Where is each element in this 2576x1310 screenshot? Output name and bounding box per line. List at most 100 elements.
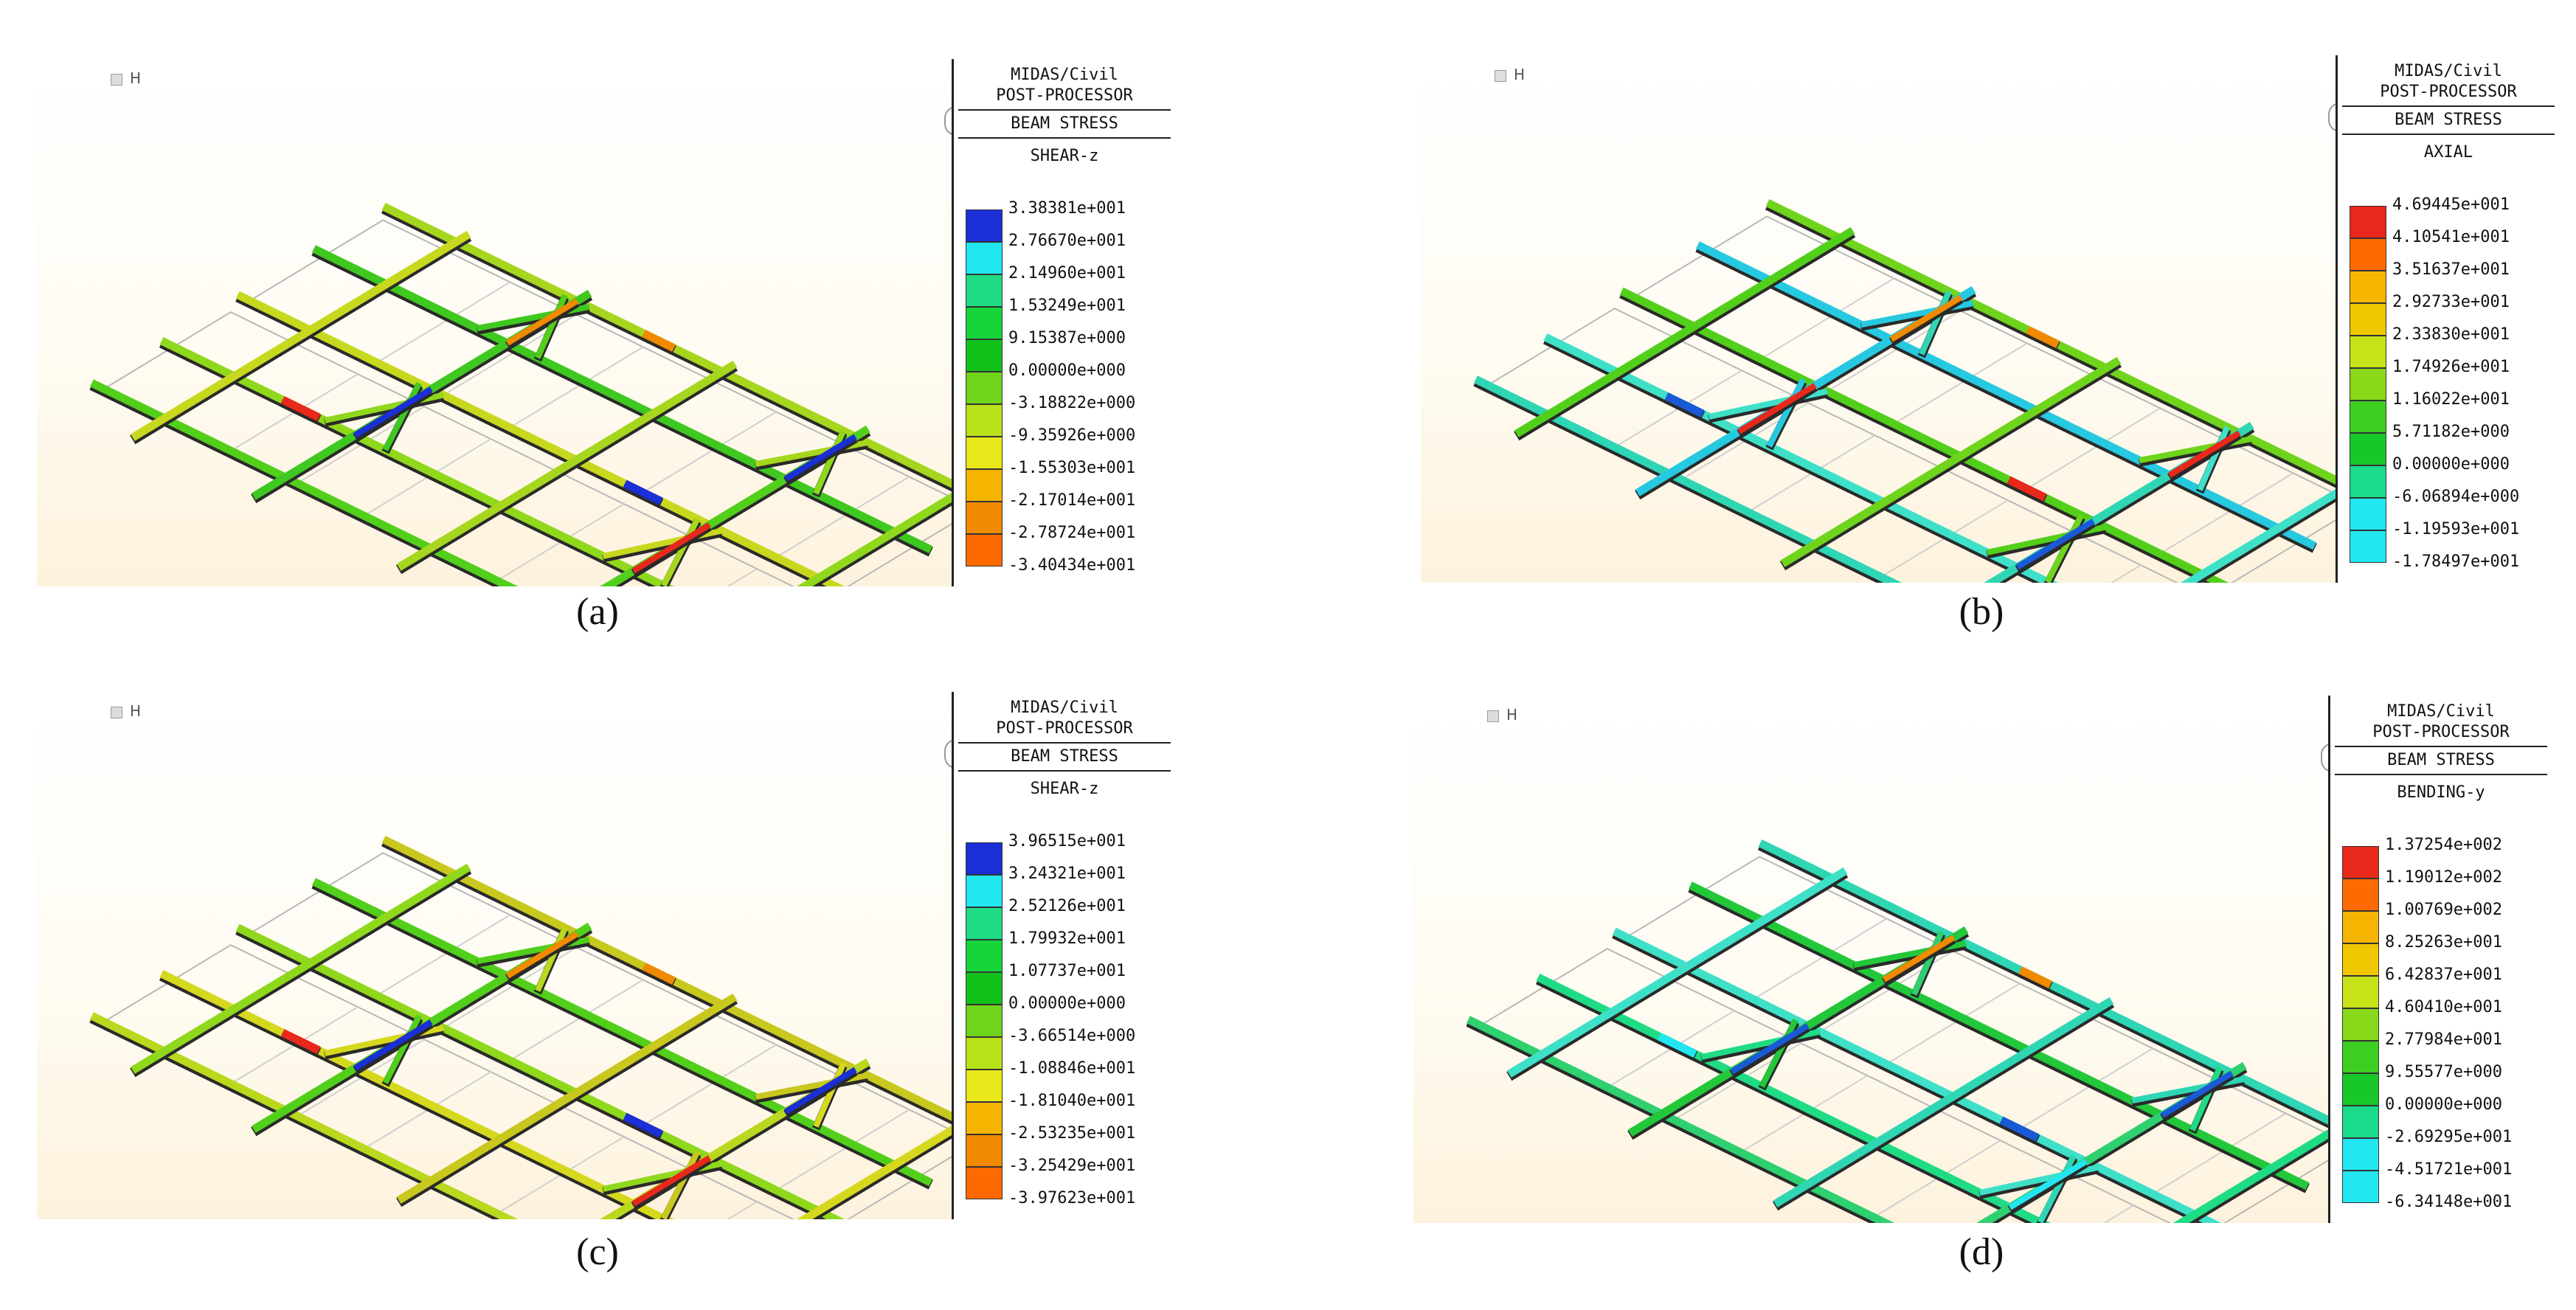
beam-member[interactable] <box>2025 479 2336 583</box>
beam-member[interactable] <box>2197 426 2230 491</box>
beam-member[interactable] <box>381 203 952 507</box>
beam-member[interactable] <box>813 429 846 495</box>
view-icon[interactable]: H <box>1487 706 1517 724</box>
beam-member[interactable] <box>353 387 433 438</box>
view-icon[interactable]: H <box>111 702 141 720</box>
beam-member[interactable] <box>535 294 568 359</box>
beam-member[interactable] <box>2167 430 2241 478</box>
beam-member[interactable] <box>1514 226 1855 437</box>
beam-member[interactable] <box>1889 294 1963 342</box>
beam-member[interactable] <box>1543 333 2162 583</box>
beam-member[interactable] <box>2037 1154 2077 1223</box>
beam-member[interactable] <box>1506 867 1848 1078</box>
beam-member[interactable] <box>280 1029 321 1054</box>
beam-member[interactable] <box>1780 356 2122 567</box>
beam-member[interactable] <box>1466 1016 2085 1223</box>
beam-member[interactable] <box>280 396 321 421</box>
beam-member[interactable] <box>311 245 933 554</box>
beam-member[interactable] <box>89 379 708 586</box>
model-viewport[interactable]: H MIDAS/Civil POST-PROCESSOR BEAM STRESS… <box>1413 696 2552 1223</box>
beam-member[interactable] <box>235 291 854 586</box>
beam-member[interactable] <box>89 1012 708 1219</box>
beam-member[interactable] <box>2018 1119 2328 1223</box>
beam-member[interactable] <box>783 1067 857 1115</box>
beam-member[interactable] <box>396 993 738 1204</box>
beam-member[interactable] <box>631 1155 711 1207</box>
deck-rib <box>1874 499 2009 582</box>
toggle-icon[interactable] <box>111 706 122 718</box>
beam-member[interactable] <box>130 863 471 1074</box>
beam-member[interactable] <box>1695 241 2317 550</box>
view-icon[interactable]: H <box>1495 66 1525 83</box>
beam-member[interactable] <box>1730 1023 1810 1075</box>
beam-member[interactable] <box>1759 1018 1798 1088</box>
beam-member[interactable] <box>1536 974 2155 1223</box>
beam-member[interactable] <box>1882 935 1956 982</box>
model-viewport[interactable]: H MIDAS/Civil POST-PROCESSOR BEAM STRESS… <box>37 59 1175 586</box>
view-icon[interactable]: H <box>111 69 141 87</box>
beam-member[interactable] <box>642 330 676 352</box>
beam-member[interactable] <box>311 878 933 1187</box>
beam-member[interactable] <box>623 479 663 505</box>
beam-member[interactable] <box>1911 930 1945 996</box>
beam-member[interactable] <box>623 1112 663 1138</box>
beam-member[interactable] <box>1473 375 2092 583</box>
beam-member[interactable] <box>2015 519 2095 570</box>
toggle-icon[interactable] <box>1495 69 1506 82</box>
deck-rib <box>376 914 510 997</box>
beam-member[interactable] <box>1737 383 1817 434</box>
beam-member[interactable] <box>1664 392 1705 417</box>
model-viewport[interactable]: H MIDAS/Civil POST-PROCESSOR BEAM STRESS… <box>37 692 1175 1219</box>
beam-member[interactable] <box>641 1115 952 1219</box>
beam-member[interactable] <box>1758 839 2328 1144</box>
beam-member[interactable] <box>381 836 952 1140</box>
beam-member[interactable] <box>396 360 738 571</box>
beam-member[interactable] <box>505 298 579 346</box>
legend-swatch <box>2350 238 2386 271</box>
beam-member[interactable] <box>2160 1070 2234 1118</box>
beam-member[interactable] <box>642 963 676 985</box>
beam-member[interactable] <box>1773 997 2114 1207</box>
beam-member[interactable] <box>813 1062 846 1128</box>
beam-member[interactable] <box>661 1150 700 1219</box>
beam-member[interactable] <box>130 230 471 441</box>
beam-member[interactable] <box>382 1014 422 1084</box>
beam-member[interactable] <box>235 923 854 1219</box>
deck-rib <box>357 438 491 521</box>
beam-member[interactable] <box>631 522 711 574</box>
legend-swatch <box>2342 1008 2379 1041</box>
beam-member[interactable] <box>353 1019 433 1071</box>
beam-member[interactable] <box>505 931 579 979</box>
beam-member[interactable] <box>1688 881 2310 1191</box>
beam-member[interactable] <box>1612 927 2231 1223</box>
deck-rib <box>376 281 510 364</box>
legend-tick-label: 9.55577e+000 <box>2385 1063 2502 1081</box>
legend-software: MIDAS/Civil <box>1011 699 1118 717</box>
beam-member[interactable] <box>641 482 952 586</box>
toggle-icon[interactable] <box>1487 710 1499 722</box>
beam-member[interactable] <box>382 381 422 451</box>
legend-component: AXIAL <box>2423 143 2473 162</box>
beam-member[interactable] <box>1657 1033 1697 1058</box>
model-viewport[interactable]: H MIDAS/Civil POST-PROCESSOR BEAM STRESS… <box>1421 55 2559 583</box>
beam-member[interactable] <box>2189 1066 2223 1131</box>
beam-member[interactable] <box>1765 199 2336 504</box>
legend-tick-label: 0.00000e+000 <box>2392 455 2510 474</box>
beam-member[interactable] <box>2008 1159 2088 1210</box>
beam-member[interactable] <box>2018 966 2053 988</box>
beam-member[interactable] <box>535 926 568 992</box>
beam-member[interactable] <box>783 434 857 482</box>
toggle-icon[interactable] <box>111 73 122 86</box>
beam-member[interactable] <box>1766 378 1806 448</box>
legend-result: BEAM STRESS <box>2395 111 2502 129</box>
beam-member[interactable] <box>1999 1116 2040 1142</box>
beam-member[interactable] <box>159 970 778 1219</box>
beam-member[interactable] <box>2045 513 2084 583</box>
beam-member[interactable] <box>2007 476 2047 502</box>
beam-member[interactable] <box>2026 326 2060 348</box>
beam-member[interactable] <box>159 337 778 586</box>
beam-member[interactable] <box>1919 290 1952 356</box>
beam-member[interactable] <box>1619 287 2238 583</box>
beam-member[interactable] <box>661 517 700 586</box>
color-legend: MIDAS/Civil POST-PROCESSOR BEAM STRESS A… <box>2336 55 2559 583</box>
